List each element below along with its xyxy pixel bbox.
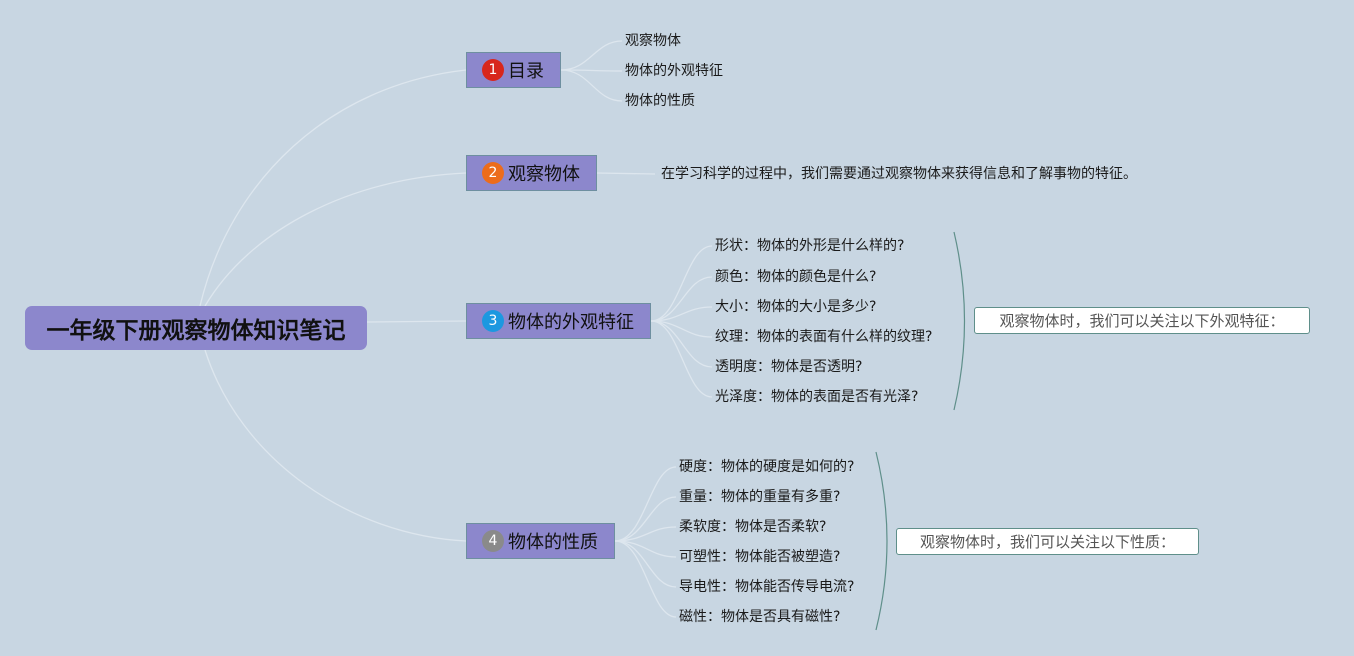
badge-2-icon: 2 bbox=[482, 162, 504, 184]
leaf-item[interactable]: 硬度：物体的硬度是如何的? bbox=[679, 459, 855, 475]
topic-contents[interactable]: 1 目录 bbox=[466, 52, 561, 88]
badge-3-icon: 3 bbox=[482, 310, 504, 332]
leaf-item[interactable]: 导电性：物体能否传导电流? bbox=[679, 579, 855, 595]
topic-label: 观察物体 bbox=[508, 164, 580, 185]
leaf-item[interactable]: 物体的外观特征 bbox=[625, 63, 723, 79]
leaf-item[interactable]: 在学习科学的过程中，我们需要通过观察物体来获得信息和了解事物的特征。 bbox=[661, 166, 1137, 182]
leaf-item[interactable]: 重量：物体的重量有多重? bbox=[679, 489, 841, 505]
connector-item bbox=[614, 526, 677, 542]
connector-item bbox=[560, 40, 623, 71]
leaf-item[interactable]: 形状：物体的外形是什么样的? bbox=[715, 238, 905, 254]
topic-label: 目录 bbox=[508, 61, 544, 82]
topic-observe-objects[interactable]: 2 观察物体 bbox=[466, 155, 597, 191]
topic-properties[interactable]: 4 物体的性质 bbox=[466, 523, 615, 559]
root-topic[interactable]: 一年级下册观察物体知识笔记 bbox=[25, 306, 367, 350]
leaf-item[interactable]: 观察物体 bbox=[625, 33, 681, 49]
summary-bracket-appearance bbox=[953, 231, 966, 411]
leaf-item[interactable]: 光泽度：物体的表面是否有光泽? bbox=[715, 389, 919, 405]
connector-item bbox=[560, 69, 623, 102]
topic-appearance-features[interactable]: 3 物体的外观特征 bbox=[466, 303, 651, 339]
leaf-item[interactable]: 可塑性：物体能否被塑造? bbox=[679, 549, 841, 565]
connector-item bbox=[614, 540, 677, 618]
connector-item bbox=[650, 306, 713, 322]
leaf-item[interactable]: 纹理：物体的表面有什么样的纹理? bbox=[715, 329, 933, 345]
topic-label: 物体的性质 bbox=[508, 532, 598, 553]
connector-root-topic-3 bbox=[366, 320, 467, 323]
summary-appearance[interactable]: 观察物体时，我们可以关注以下外观特征： bbox=[974, 307, 1310, 334]
leaf-item[interactable]: 颜色：物体的颜色是什么? bbox=[715, 269, 877, 285]
connector-item bbox=[650, 320, 713, 368]
badge-1-icon: 1 bbox=[482, 59, 504, 81]
leaf-item[interactable]: 柔软度：物体是否柔软? bbox=[679, 519, 827, 535]
topic-label: 物体的外观特征 bbox=[508, 312, 634, 333]
connector-root-topic-4 bbox=[204, 349, 467, 542]
connector-root-topic-2 bbox=[204, 172, 467, 307]
leaf-item[interactable]: 大小：物体的大小是多少? bbox=[715, 299, 877, 315]
connector-item bbox=[650, 276, 713, 322]
leaf-item[interactable]: 磁性：物体是否具有磁性? bbox=[679, 609, 841, 625]
summary-bracket-properties bbox=[875, 451, 888, 631]
connector-item bbox=[596, 172, 656, 175]
leaf-item[interactable]: 透明度：物体是否透明? bbox=[715, 359, 863, 375]
connector-item bbox=[614, 466, 677, 542]
connector-item bbox=[650, 245, 713, 322]
connector-item bbox=[614, 496, 677, 542]
summary-properties[interactable]: 观察物体时，我们可以关注以下性质： bbox=[896, 528, 1199, 555]
connector-item bbox=[614, 540, 677, 588]
connector-item bbox=[650, 320, 713, 398]
leaf-item[interactable]: 物体的性质 bbox=[625, 93, 695, 109]
connector-root-topic-1 bbox=[199, 69, 467, 307]
badge-4-icon: 4 bbox=[482, 530, 504, 552]
